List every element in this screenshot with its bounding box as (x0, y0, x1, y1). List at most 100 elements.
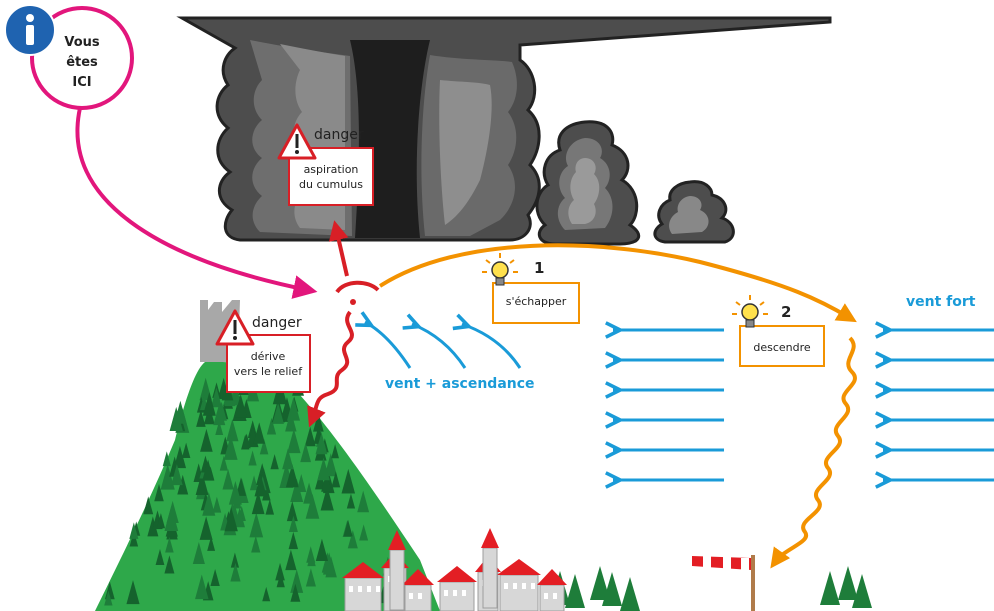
village (342, 528, 567, 611)
danger-card-aspiration: danger aspiration du cumulus (277, 123, 374, 206)
danger-line-1: dérive (251, 350, 286, 363)
fir-tree (347, 530, 358, 549)
fir-tree (202, 491, 216, 516)
fir-tree (590, 566, 610, 600)
fir-tree (300, 442, 311, 463)
fir-tree (249, 475, 259, 491)
fir-tree (164, 506, 179, 532)
strong-wind-arrows-right (883, 330, 994, 480)
fir-tree (305, 568, 316, 587)
church-tower (481, 528, 499, 609)
fir-tree (288, 515, 298, 532)
fir-tree (331, 471, 341, 488)
fir-tree (275, 562, 285, 581)
fir-tree (285, 410, 297, 432)
tiny-cloud (653, 180, 735, 244)
fir-tree (155, 548, 165, 565)
fir-tree (331, 444, 339, 459)
fir-tree (253, 422, 266, 444)
fir-tree (251, 535, 261, 553)
fir-tree (290, 478, 304, 502)
village-house (437, 566, 477, 611)
fir-tree (177, 474, 189, 495)
village-house (497, 559, 541, 611)
fir-tree (838, 566, 858, 600)
fir-tree (200, 428, 213, 452)
fir-tree (620, 577, 640, 611)
fir-tree (286, 396, 301, 421)
fir-tree (154, 483, 164, 502)
fir-tree (315, 538, 329, 561)
fir-tree (286, 501, 298, 522)
fir-tree (852, 574, 872, 608)
fir-tree (320, 486, 334, 511)
village-house (342, 562, 384, 611)
you-are-here-badge: Vous êtes ICI (4, 4, 318, 299)
fir-tree (272, 402, 284, 424)
fir-tree (820, 571, 840, 605)
updraft-danger-arrow (328, 220, 349, 277)
fir-tree (346, 493, 356, 509)
fir-tree (251, 490, 265, 515)
fir-tree (222, 469, 234, 490)
fir-tree (224, 507, 238, 532)
warning-icon (277, 123, 317, 160)
info-icon (4, 4, 56, 56)
fir-tree (248, 450, 257, 466)
fir-tree (173, 445, 187, 469)
fir-tree (223, 434, 238, 460)
fir-tree (259, 438, 269, 455)
paraglider (335, 280, 380, 305)
fir-tree (234, 507, 245, 528)
fir-tree (285, 464, 299, 488)
fir-tree (202, 459, 214, 481)
fir-tree (307, 550, 316, 567)
fir-tree (156, 513, 166, 529)
fir-tree (254, 474, 267, 497)
fir-tree (147, 516, 159, 537)
fir-tree (104, 590, 113, 606)
drift-danger-arrow (307, 310, 354, 428)
fir-tree (210, 387, 222, 408)
escape-arrow (378, 243, 857, 323)
fir-tree (181, 442, 191, 458)
fir-tree (164, 555, 175, 574)
fir-tree (290, 569, 304, 593)
fir-tree (234, 394, 248, 418)
fir-tree (215, 420, 224, 436)
fir-tree (343, 519, 353, 537)
fir-tree (602, 572, 622, 606)
danger-title: danger (314, 127, 364, 143)
fir-tree (160, 463, 175, 490)
fir-tree (249, 512, 264, 538)
fir-tree (213, 403, 226, 426)
strong-wind-label: vent fort (906, 294, 976, 310)
danger-line-2: du cumulus (299, 178, 363, 191)
fir-tree (324, 453, 338, 477)
fir-tree (228, 481, 242, 505)
tip-label: s'échapper (506, 295, 567, 308)
fir-tree (235, 477, 247, 496)
fir-tree (341, 468, 356, 494)
village-house (537, 569, 567, 611)
fir-tree (317, 457, 330, 481)
danger-card-drift: danger dérive vers le relief (215, 309, 311, 393)
tip-number: 1 (534, 259, 544, 277)
fir-tree (288, 531, 299, 550)
fir-tree (242, 433, 251, 449)
small-cloud (535, 120, 641, 246)
fir-tree (290, 583, 301, 602)
fir-tree (199, 516, 213, 540)
cumulonimbus-cloud (176, 16, 832, 242)
fir-tree (171, 464, 183, 486)
fir-tree (265, 499, 275, 515)
fir-tree (315, 432, 328, 455)
fir-tree (129, 522, 139, 539)
fir-tree (162, 451, 171, 467)
strong-wind-arrows-left (613, 330, 724, 480)
windsock (692, 555, 755, 611)
danger-line-1: aspiration (304, 163, 359, 176)
fir-tree (195, 574, 209, 600)
fir-tree (196, 409, 206, 427)
